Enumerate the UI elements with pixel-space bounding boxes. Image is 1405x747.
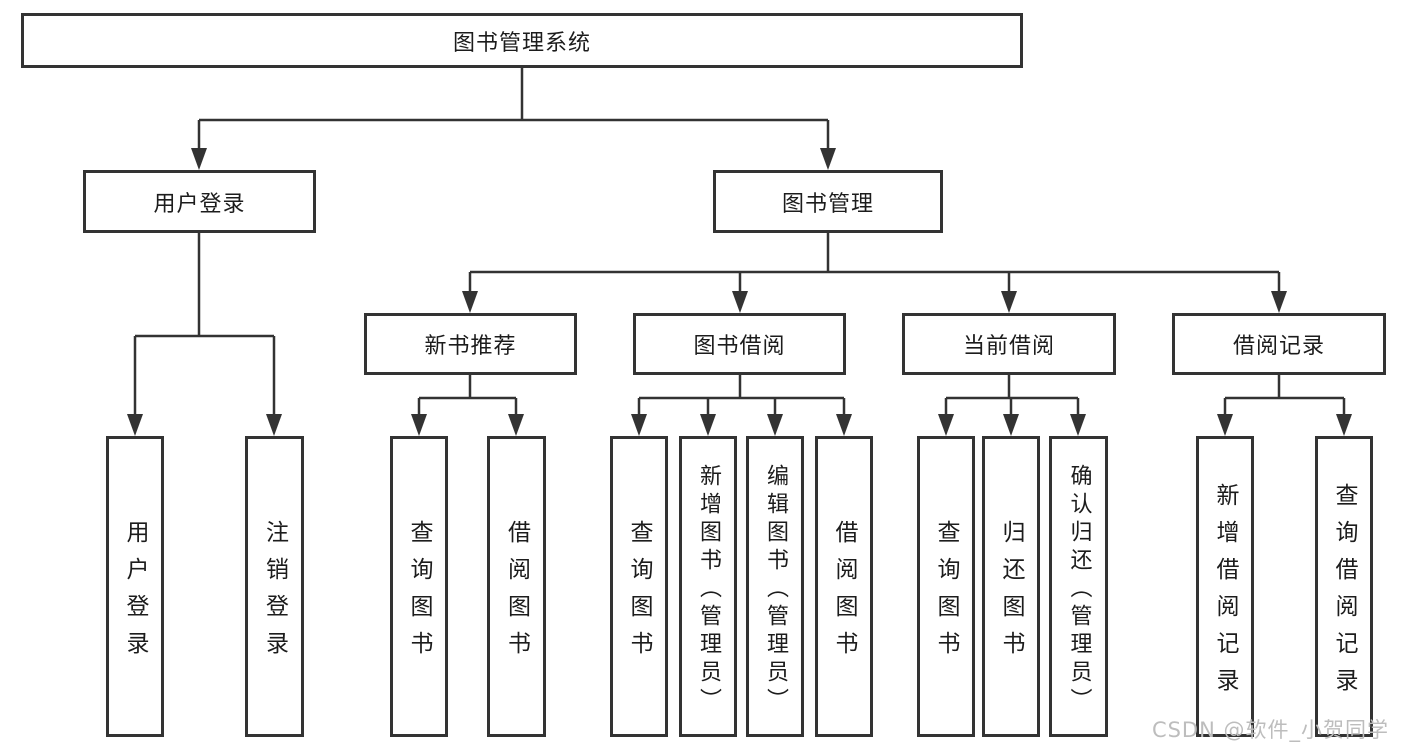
node-library-management-system: 图书管理系统 — [21, 13, 1023, 68]
node-book-borrowing: 图书借阅 — [633, 313, 846, 375]
leaf-query-book-borrowing: 查询图书 — [610, 436, 668, 737]
node-label: 新增图书（管理员） — [696, 463, 721, 716]
node-label: 图书借阅 — [693, 334, 786, 359]
leaf-query-book-current: 查询图书 — [917, 436, 975, 737]
node-label: 图书管理系统 — [452, 30, 591, 56]
node-label: 查询借阅记录 — [1331, 482, 1357, 705]
node-label: 借阅图书 — [503, 519, 530, 668]
node-new-book-recommendation: 新书推荐 — [364, 313, 577, 375]
node-label: 借阅图书 — [831, 519, 857, 668]
leaf-user-login: 用户登录 — [106, 436, 164, 737]
node-current-borrowing: 当前借阅 — [902, 313, 1116, 375]
node-label: 用户登录 — [153, 191, 246, 217]
watermark: CSDN @软件_小贺同学 — [1151, 718, 1389, 742]
leaf-borrow-book-recommend: 借阅图书 — [487, 436, 546, 737]
leaf-logout: 注销登录 — [245, 436, 304, 737]
arrowheads — [127, 148, 1352, 436]
node-book-management: 图书管理 — [713, 170, 943, 233]
node-label: 查询图书 — [933, 519, 959, 668]
leaf-confirm-return-admin: 确认归还（管理员） — [1049, 436, 1108, 737]
leaf-query-borrow-record: 查询借阅记录 — [1315, 436, 1373, 737]
node-label: 编辑图书（管理员） — [763, 463, 788, 716]
node-label: 确认归还（管理员） — [1066, 463, 1092, 716]
node-label: 用户登录 — [122, 519, 148, 668]
node-label: 新增借阅记录 — [1212, 482, 1238, 705]
leaf-query-book-recommend: 查询图书 — [390, 436, 448, 737]
leaf-add-book-admin: 新增图书（管理员） — [679, 436, 737, 737]
leaf-borrow-book-borrowing: 借阅图书 — [815, 436, 873, 737]
leaf-edit-book-admin: 编辑图书（管理员） — [746, 436, 804, 737]
node-label: 新书推荐 — [424, 334, 517, 359]
node-borrowing-records: 借阅记录 — [1172, 313, 1386, 375]
node-label: 归还图书 — [998, 519, 1024, 668]
node-user-login: 用户登录 — [83, 170, 316, 233]
node-label: 当前借阅 — [962, 334, 1055, 359]
node-label: 查询图书 — [626, 519, 652, 668]
leaf-return-book: 归还图书 — [982, 436, 1040, 737]
node-label: 借阅记录 — [1232, 334, 1325, 359]
node-label: 图书管理 — [781, 191, 874, 217]
leaf-add-borrow-record: 新增借阅记录 — [1196, 436, 1254, 737]
node-label: 注销登录 — [261, 519, 288, 668]
node-label: 查询图书 — [406, 519, 432, 668]
